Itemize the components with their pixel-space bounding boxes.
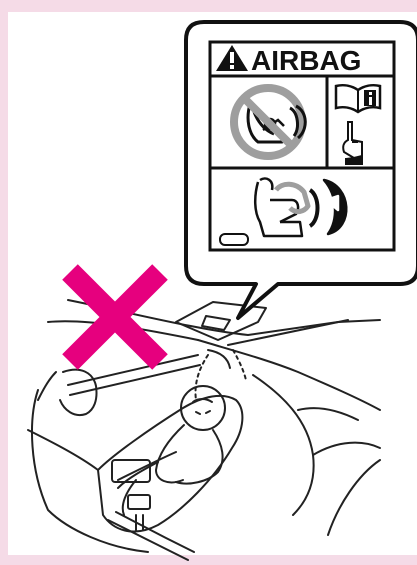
airbag-warning-illustration: AIRBAG bbox=[8, 0, 417, 565]
warning-label-callout: AIRBAG bbox=[186, 22, 417, 318]
airbag-title: AIRBAG bbox=[251, 45, 361, 76]
